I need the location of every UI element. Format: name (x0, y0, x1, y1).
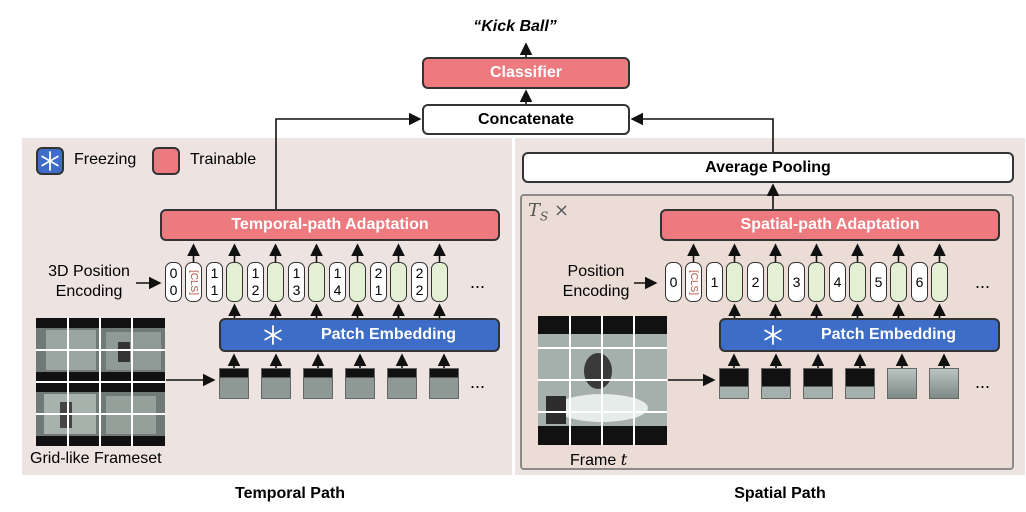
frame-label: Frame t (570, 450, 628, 469)
temporal-patch-embedding: Patch Embedding (219, 318, 500, 352)
temporal-position-index: 0 (169, 282, 178, 298)
temporal-position-index: 1 (374, 282, 383, 298)
legend-freezing-label: Freezing (74, 151, 137, 168)
spatial-position-token: 3 (788, 262, 805, 302)
legend-trainable-swatch (152, 147, 180, 175)
spatial-position-token: 5 (870, 262, 887, 302)
temporal-position-index: 2 (374, 265, 383, 281)
spatial-token-ellipsis: ... (975, 272, 991, 292)
spatial-position-index: 1 (710, 273, 719, 290)
temporal-position-index: 1 (292, 265, 301, 281)
patch-token (726, 262, 743, 302)
patch-token (349, 262, 366, 302)
repeat-label: TS × (528, 200, 570, 224)
temporal-position-index: 0 (169, 265, 178, 281)
temporal-position-index: 3 (292, 282, 301, 298)
snowflake-icon (263, 325, 283, 345)
grid-frameset-image (36, 318, 165, 446)
spatial-patch-ellipsis: ... (975, 372, 991, 392)
average-pooling-box: Average Pooling (522, 152, 1014, 183)
patch-token (808, 262, 825, 302)
spatial-patch-embedding: Patch Embedding (719, 318, 1000, 352)
temporal-position-index: 1 (210, 282, 219, 298)
spatial-patch-thumbnail (803, 368, 833, 399)
spatial-patch-thumbnail (929, 368, 959, 399)
spatial-position-token: 4 (829, 262, 846, 302)
spatial-position-index: 3 (792, 273, 801, 290)
spatial-position-index: 2 (751, 273, 760, 290)
spatial-position-token: 1 (706, 262, 723, 302)
temporal-patch-thumbnail (429, 368, 459, 399)
cls-token: [CLS] (685, 262, 702, 302)
patch-token (767, 262, 784, 302)
temporal-patch-ellipsis: ... (470, 372, 486, 392)
spatial-position-index: 5 (874, 273, 883, 290)
temporal-patch-thumbnail (261, 368, 291, 399)
patch-token (890, 262, 907, 302)
snowflake-icon (763, 325, 783, 345)
patch-token (390, 262, 407, 302)
classifier-box: Classifier (422, 57, 630, 89)
patch-token (308, 262, 325, 302)
temporal-position-index: 2 (415, 265, 424, 281)
spatial-patch-thumbnail (845, 368, 875, 399)
spatial-position-token: 6 (911, 262, 928, 302)
temporal-position-index: 1 (251, 265, 260, 281)
frame-image (538, 316, 667, 445)
temporal-token-ellipsis: ... (470, 272, 486, 292)
temporal-patch-thumbnail (219, 368, 249, 399)
cls-token-label: [CLS] (688, 269, 700, 295)
temporal-position-index: 1 (333, 265, 342, 281)
temporal-position-index: 2 (251, 282, 260, 298)
temporal-patch-thumbnail (303, 368, 333, 399)
spatial-position-token: 0 (665, 262, 682, 302)
temporal-position-index: 2 (415, 282, 424, 298)
temporal-position-index: 1 (210, 265, 219, 281)
legend-freezing-swatch (36, 147, 64, 175)
spatial-position-token: 2 (747, 262, 764, 302)
snowflake-icon (41, 151, 59, 171)
patch-token (849, 262, 866, 302)
patch-token (431, 262, 448, 302)
spatial-position-index: 4 (833, 273, 842, 290)
spatial-patch-thumbnail (761, 368, 791, 399)
patch-token (226, 262, 243, 302)
patch-token (931, 262, 948, 302)
temporal-path-title: Temporal Path (235, 485, 345, 502)
frameset-label: Grid-like Frameset (30, 450, 162, 467)
legend-trainable-label: Trainable (190, 151, 257, 168)
spatial-adaptation-box: Spatial-path Adaptation (660, 209, 1000, 241)
spatial-position-index: 6 (915, 273, 924, 290)
cls-token: [CLS] (185, 262, 202, 302)
spatial-patch-thumbnail (719, 368, 749, 399)
output-label: “Kick Ball” (473, 18, 557, 35)
spatial-position-index: 0 (669, 273, 678, 290)
temporal-adaptation-box: Temporal-path Adaptation (160, 209, 500, 241)
temporal-position-index: 4 (333, 282, 342, 298)
temporal-patch-thumbnail (387, 368, 417, 399)
temporal-patch-thumbnail (345, 368, 375, 399)
spatial-path-title: Spatial Path (734, 485, 826, 502)
patch-token (267, 262, 284, 302)
concatenate-box: Concatenate (422, 104, 630, 135)
cls-token-label: [CLS] (188, 269, 200, 295)
spatial-patch-thumbnail (887, 368, 917, 399)
